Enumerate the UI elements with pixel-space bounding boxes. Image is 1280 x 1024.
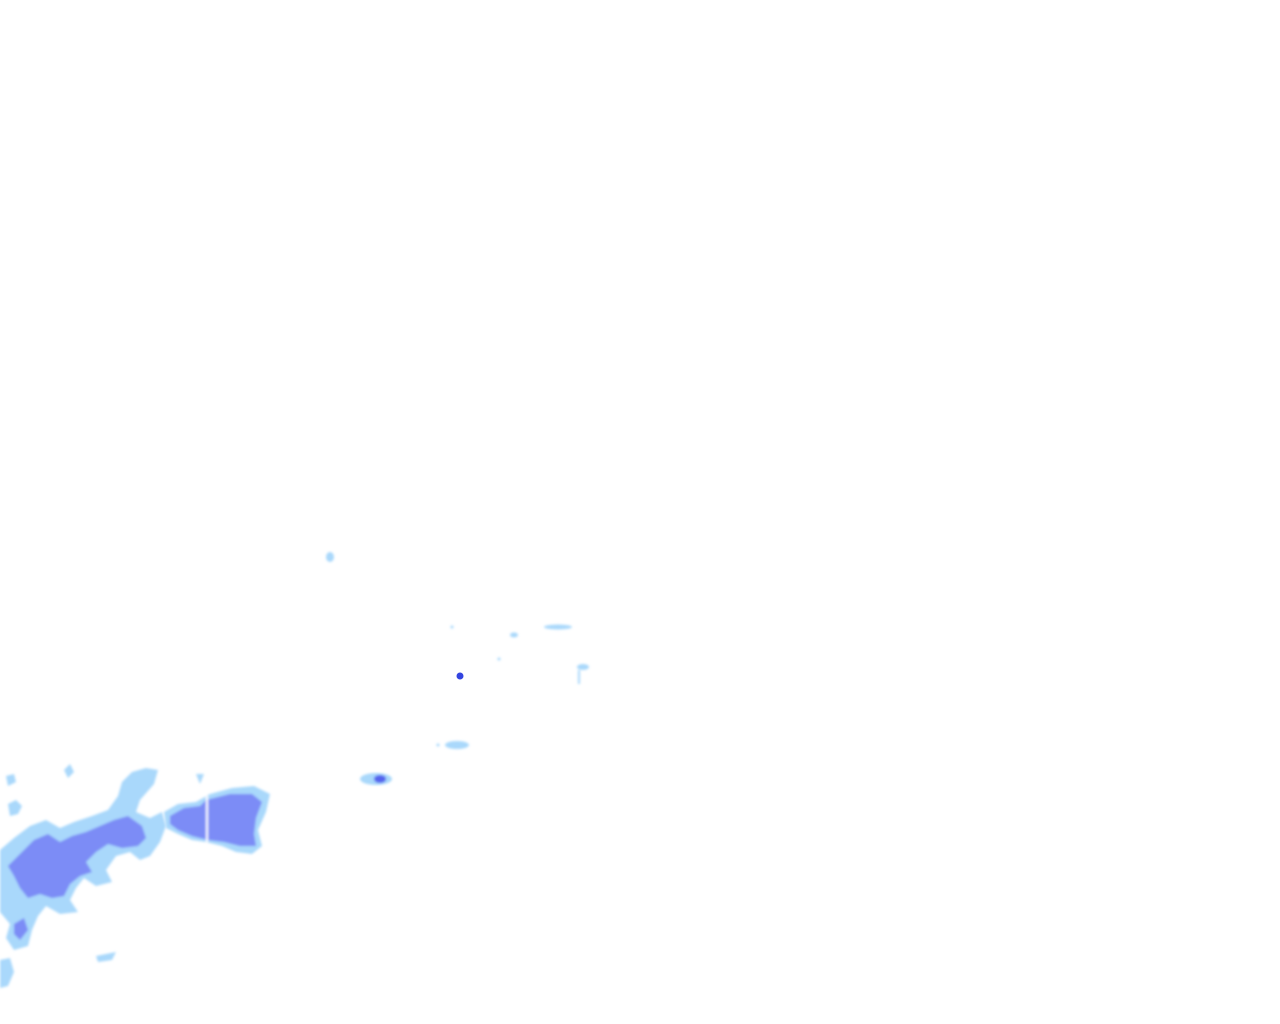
cell-main-east [164, 786, 270, 854]
cell-main-west [0, 764, 204, 988]
cell-isolated-2 [456, 672, 464, 680]
cell-isolated-1 [360, 773, 392, 785]
cell-scattered-group [326, 552, 589, 749]
